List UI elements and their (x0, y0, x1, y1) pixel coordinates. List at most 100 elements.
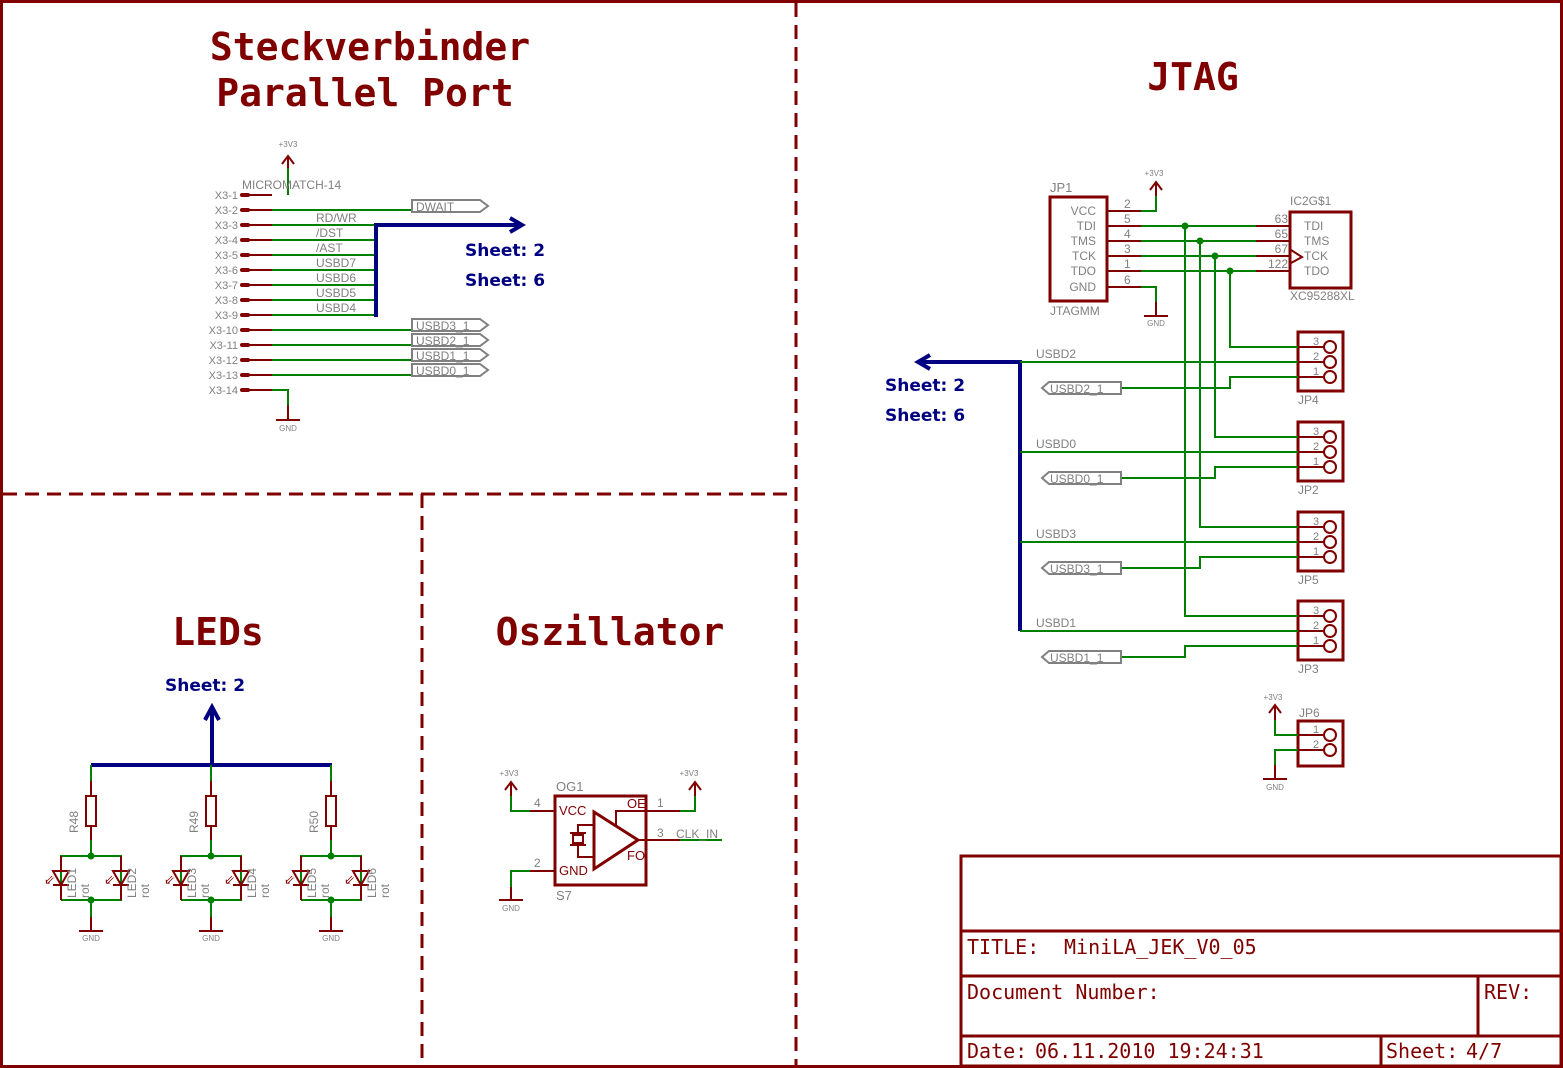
date-label: Date: (967, 1039, 1027, 1063)
rev-label: REV: (1484, 980, 1532, 1004)
bus-arrow-head (508, 216, 526, 234)
sheet-ref-jtag-2: Sheet: 2 (885, 376, 965, 396)
x3-pin-label: X3-3 (215, 220, 238, 232)
jp1-pin-number: 1 (1124, 257, 1131, 271)
net-label-text: USBD1_1 (1050, 651, 1104, 665)
jp1-pin-number: 2 (1124, 197, 1131, 211)
resistor-name: R48 (67, 811, 81, 833)
title-label: TITLE: (967, 935, 1039, 959)
x3-pin-label: X3-10 (209, 325, 238, 337)
svg-text:+3V3: +3V3 (680, 769, 699, 778)
jumper-jp6: JP6 1 2 +3V3 GND (1263, 693, 1345, 792)
svg-text:GND: GND (502, 904, 520, 913)
jumper-pin-number: 3 (1313, 336, 1319, 348)
jumper-pin-circle (1323, 639, 1337, 653)
ic2-pin-name: TDI (1304, 219, 1323, 233)
sheet-ref-jtag-6: Sheet: 6 (885, 406, 965, 426)
jumper-group: JP4321USBD2USBD2_1JP2321USBD0USBD0_1JP53… (1020, 226, 1345, 676)
jtag-header-jp1: JP1 JTAGMM (1048, 180, 1109, 318)
jumper-pin-circle (1323, 355, 1337, 369)
x3-pin-label: X3-6 (215, 265, 238, 277)
led-emission-icon: ⇙ (164, 872, 175, 887)
svg-text:FO: FO (627, 848, 645, 863)
sheet-ref-pp-2: Sheet: 2 (465, 241, 545, 261)
gnd-label: GND (202, 934, 220, 943)
led-value: rot (318, 883, 332, 898)
led-emission-icon: ⇙ (344, 872, 355, 887)
junction-dot (327, 852, 335, 860)
svg-text:4: 4 (534, 796, 541, 810)
jtag-drop-net (1229, 271, 1298, 348)
connector-x3: X3-1X3-2X3-3RD/WRX3-4/DSTX3-5/ASTX3-6USB… (209, 190, 490, 397)
net-label-text: USBD2_1 (416, 334, 470, 348)
x3-part-name: MICROMATCH-14 (242, 178, 341, 192)
jumper-pin-number: 2 (1313, 441, 1319, 453)
x3-pin-label: X3-1 (215, 190, 238, 202)
led-value: rot (78, 883, 92, 898)
svg-text:1: 1 (657, 796, 664, 810)
led-name: LED1 (65, 868, 79, 898)
junction-dot (87, 852, 95, 860)
jumper-pin-number: 2 (1313, 351, 1319, 363)
ground-jp1: GND (1141, 286, 1168, 328)
jumper-pin-circle (1323, 624, 1337, 638)
svg-text:S7: S7 (556, 888, 572, 903)
led-emission-icon: ⇙ (44, 872, 55, 887)
ground-x3: GND (272, 389, 300, 433)
net-label-flag (411, 318, 490, 332)
ic2-pin-number: 65 (1275, 227, 1289, 241)
ic2-pin-name: TDO (1304, 264, 1329, 278)
resistor-body (205, 795, 217, 827)
svg-text:+3V3: +3V3 (279, 140, 298, 149)
x3-pin-label: X3-9 (215, 310, 238, 322)
led-name: LED4 (245, 868, 259, 898)
section-title-leds: LEDs (172, 610, 264, 654)
svg-text:OG1: OG1 (556, 779, 583, 794)
net-label-text: USBD2_1 (1050, 382, 1104, 396)
net-label-text: DWAIT (416, 200, 455, 214)
jp1-pin-name: GND (1069, 280, 1096, 294)
jumper-name: JP2 (1298, 483, 1319, 497)
x3-pin-label: X3-13 (209, 370, 238, 382)
x3-pin-label: X3-12 (209, 355, 238, 367)
section-title-jtag: JTAG (1147, 55, 1239, 99)
svg-text:+3V3: +3V3 (500, 769, 519, 778)
jumper-pin-circle (1323, 520, 1337, 534)
jumper-pin-number: 1 (1313, 456, 1319, 468)
led-emission-icon: ⇙ (224, 872, 235, 887)
net-label-flag (411, 363, 490, 377)
jumper-pin-number: 1 (1313, 366, 1319, 378)
label-net (1121, 376, 1298, 389)
jumper-pin-number: 2 (1313, 531, 1319, 543)
jumper-pin-number: 3 (1313, 605, 1319, 617)
svg-text:OE: OE (627, 796, 646, 811)
led-value: rot (258, 883, 272, 898)
svg-text:+3V3: +3V3 (1264, 693, 1283, 702)
supply-3v3-x3: +3V3 (279, 140, 298, 195)
net-name: USBD7 (316, 256, 356, 270)
svg-text:GND: GND (1266, 783, 1284, 792)
ic2-pin-name: TMS (1304, 234, 1329, 248)
jumper-name: JP4 (1298, 393, 1319, 407)
jp1-pin-name: TDI (1077, 219, 1096, 233)
bus-jtag-arrow-head (914, 353, 932, 371)
section-title-parallel-port-1: Steckverbinder (210, 25, 530, 69)
net-label-text: USBD0_1 (1050, 472, 1104, 486)
jumper-pin-number: 1 (1313, 546, 1319, 558)
ic2-pin-name: TCK (1304, 249, 1328, 263)
net-label-text: USBD0_1 (416, 364, 470, 378)
sheet-label: Sheet: (1386, 1039, 1458, 1063)
x3-pin-label: X3-14 (209, 385, 238, 397)
x3-pin-label: X3-4 (215, 235, 238, 247)
x3-pin-label: X3-8 (215, 295, 238, 307)
net-label-flag (1040, 561, 1122, 575)
title-value: MiniLA_JEK_V0_05 (1064, 935, 1257, 959)
net-label-flag (411, 333, 490, 347)
svg-text:IC2G$1: IC2G$1 (1290, 194, 1332, 208)
label-net (1121, 645, 1298, 658)
svg-text:VCC: VCC (559, 803, 586, 818)
